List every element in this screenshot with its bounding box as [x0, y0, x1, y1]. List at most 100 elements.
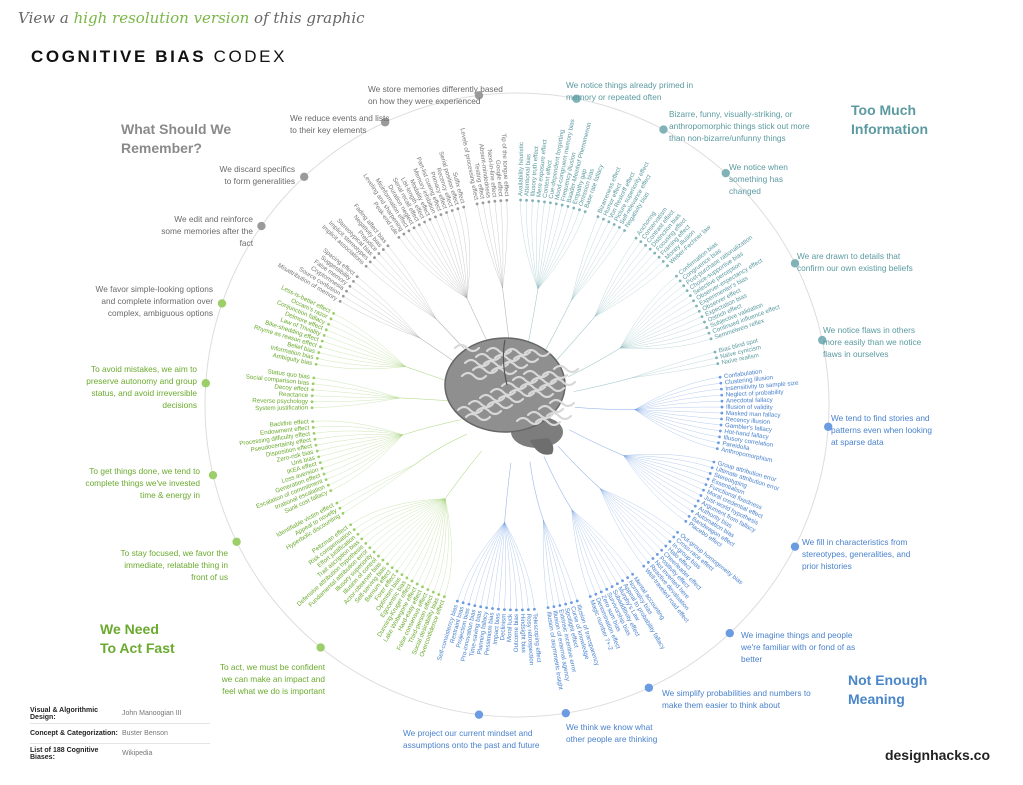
bias-dot: [548, 201, 552, 205]
bias-dot: [324, 478, 328, 482]
bias-branch: [342, 464, 416, 514]
bias-label: Hindsight bias: [519, 614, 527, 653]
bias-dot: [317, 455, 321, 459]
bias-branch: [620, 305, 697, 349]
bias-branch: [330, 434, 403, 491]
bias-branch: [537, 206, 569, 289]
bias-branch: [387, 498, 446, 565]
bias-branch: [623, 455, 686, 522]
bias-dot: [678, 279, 682, 283]
bias-branch: [634, 409, 721, 432]
category-trunk: [557, 445, 601, 489]
bias-dot: [311, 388, 314, 392]
bias-dot: [386, 562, 389, 566]
quadrant-line: Information: [851, 121, 928, 137]
bias-branch: [620, 316, 703, 349]
page-title: COGNITIVE BIAS CODEX: [31, 47, 287, 67]
bias-dot: [311, 426, 315, 429]
bias-dot: [322, 472, 326, 476]
bias-branch: [571, 509, 628, 578]
bias-branch: [504, 522, 535, 610]
bias-branch: [594, 249, 651, 317]
category-trunk: [504, 462, 512, 523]
bias-dot: [314, 443, 318, 447]
bias-dot: [720, 411, 724, 415]
bias-branch: [328, 324, 406, 367]
bias-branch: [571, 509, 633, 575]
bias-dot: [415, 582, 419, 586]
category-dot: [474, 91, 484, 100]
bias-branch: [634, 377, 721, 410]
bias-dot: [716, 362, 720, 366]
high-res-link[interactable]: high resolution version: [73, 9, 250, 27]
bias-dot: [412, 226, 416, 230]
bias-branch: [537, 207, 574, 289]
bias-dot: [318, 461, 322, 465]
bias-branch: [571, 509, 591, 597]
bias-branch: [634, 400, 722, 410]
bias-branch: [361, 498, 446, 540]
bias-branch: [594, 261, 664, 317]
bias-dot: [602, 217, 605, 221]
bias-dot: [558, 604, 562, 607]
bias-branch: [438, 498, 449, 595]
bias-dot: [352, 528, 356, 531]
bias-dot: [386, 244, 390, 248]
bias-branch: [387, 245, 437, 320]
bias-dot: [607, 220, 611, 224]
bias-branch: [312, 389, 400, 399]
bias-dot: [715, 356, 718, 360]
category-trunk: [444, 450, 482, 499]
category-dot: [217, 299, 227, 308]
bias-branch: [543, 519, 561, 606]
bias-dot: [623, 229, 626, 232]
bias-label: Reverse psychology: [252, 397, 309, 405]
bias-dot: [642, 564, 646, 568]
bias-dot: [651, 557, 655, 560]
bias-dot: [313, 437, 317, 441]
bias-dot: [634, 236, 638, 240]
bias-dot: [605, 587, 609, 591]
bias-dot: [390, 566, 394, 570]
bias-dot: [657, 255, 661, 259]
bias-branch: [440, 214, 468, 299]
brand-link[interactable]: designhacks.co: [884, 747, 990, 763]
bias-branch: [620, 311, 700, 349]
bias-dot: [479, 605, 483, 609]
category-trunk: [567, 347, 621, 378]
bias-branch: [446, 212, 468, 299]
bias-dot: [703, 320, 706, 324]
credit-label: Visual & Algorithmic Design:: [30, 706, 99, 721]
bias-dot: [664, 544, 668, 548]
bias-branch: [313, 426, 403, 436]
bias-branch: [620, 290, 688, 349]
bias-branch: [620, 332, 710, 349]
bias-branch: [504, 522, 523, 610]
bias-dot: [570, 601, 573, 605]
bias-branch: [457, 522, 505, 602]
bias-label: Tip of the tongue effect: [500, 133, 510, 197]
bias-branch: [316, 364, 406, 370]
bias-branch: [623, 455, 696, 507]
bias-branch: [571, 221, 610, 301]
bias-branch: [634, 406, 722, 410]
category-dot: [380, 118, 390, 127]
bias-dot: [644, 243, 647, 247]
quadrant-line: Not Enough: [848, 672, 928, 688]
bias-dot: [564, 602, 568, 606]
bias-branch: [600, 488, 678, 533]
bias-branch: [634, 409, 722, 426]
bias-dot: [338, 506, 342, 510]
bias-label: Google effect: [494, 160, 504, 197]
bias-label: Recency illusion: [725, 416, 771, 426]
bias-dot: [481, 201, 485, 205]
bias-dot: [666, 264, 669, 268]
bias-dot: [467, 602, 471, 606]
bias-dot: [543, 200, 546, 204]
bias-dot: [521, 608, 524, 612]
bias-branch: [444, 498, 452, 597]
bias-branch: [504, 522, 506, 610]
bias-branch: [354, 498, 446, 530]
